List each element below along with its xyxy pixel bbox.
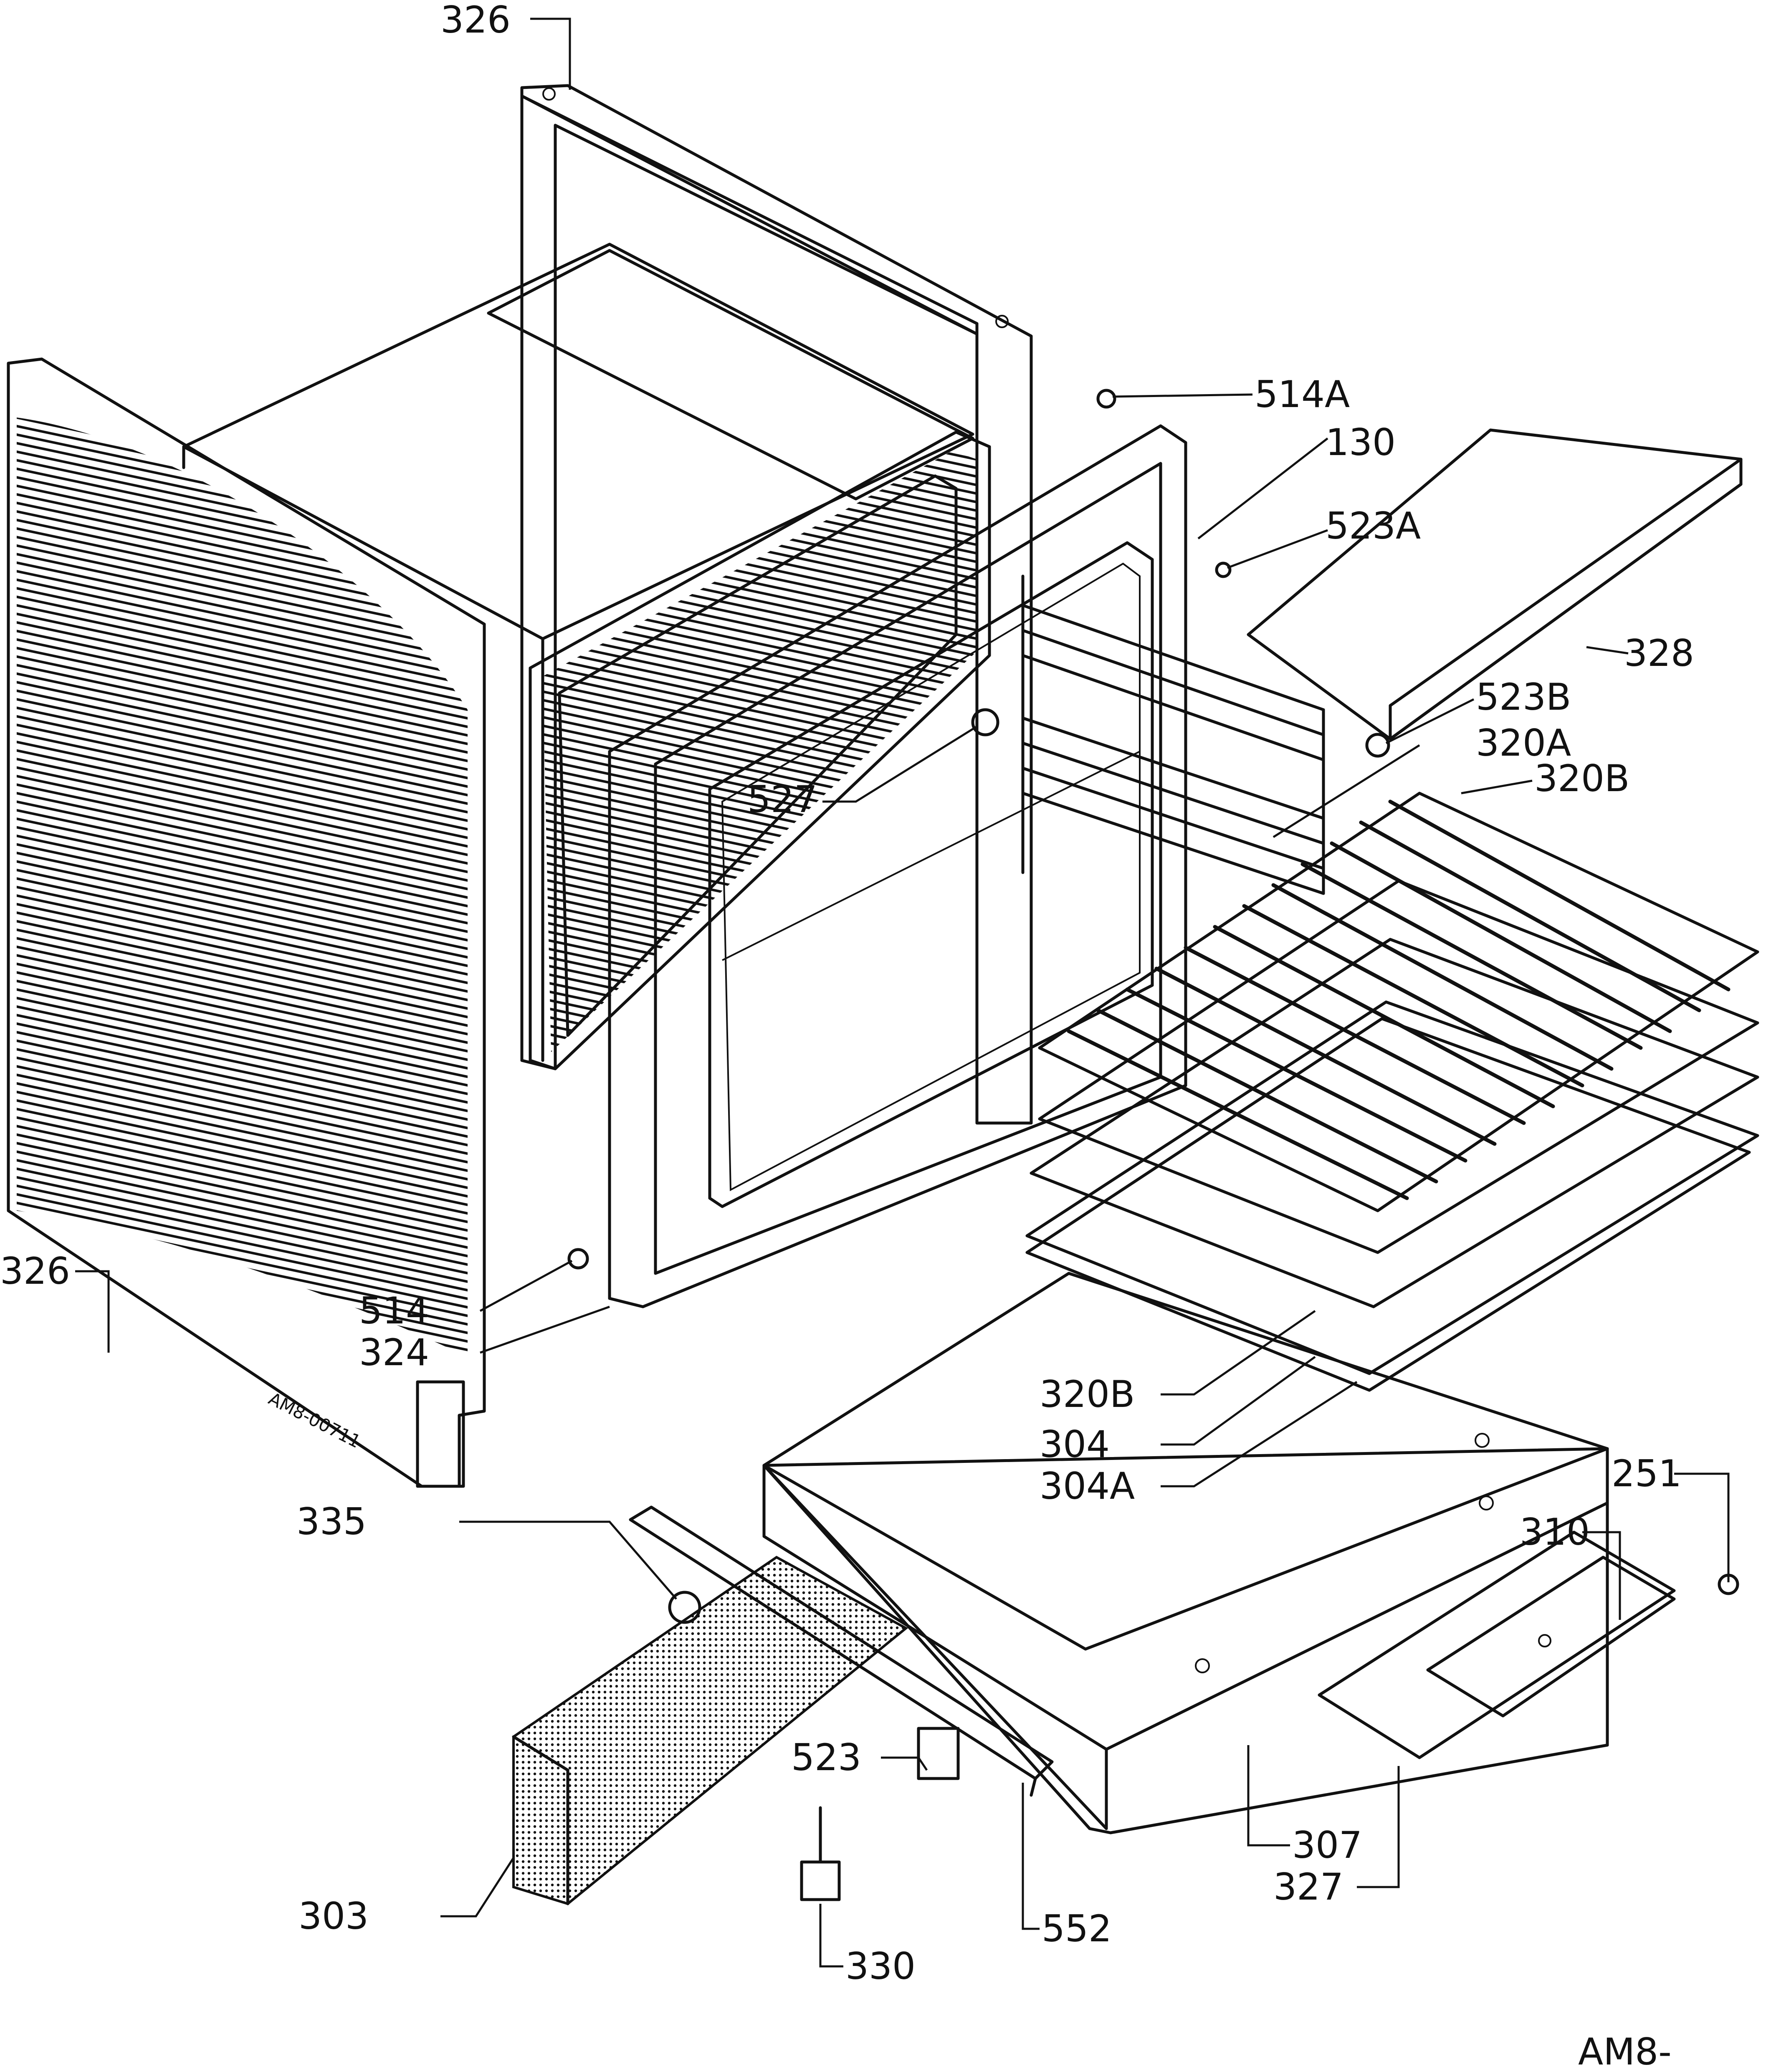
- label-335: 335: [296, 1500, 367, 1543]
- wire-rack: [1038, 792, 1759, 1212]
- oven-base: [762, 1272, 1609, 1834]
- label-523B: 523B: [1476, 675, 1571, 718]
- kick-panel: [512, 1556, 908, 1905]
- label-326-top: 326: [440, 0, 511, 41]
- baking-trays: [1025, 879, 1759, 1392]
- label-320B-top: 320B: [1534, 757, 1629, 800]
- label-251: 251: [1612, 1452, 1682, 1495]
- label-552: 552: [1042, 1907, 1112, 1950]
- label-304A: 304A: [1040, 1465, 1135, 1508]
- label-310: 310: [1520, 1510, 1590, 1553]
- label-307: 307: [1292, 1824, 1362, 1867]
- label-327: 327: [1273, 1865, 1343, 1908]
- label-303: 303: [299, 1895, 369, 1938]
- label-320A: 320A: [1476, 721, 1571, 764]
- shelf-runners: [1021, 574, 1325, 895]
- door-seal: [529, 430, 991, 1070]
- label-130: 130: [1326, 421, 1396, 464]
- label-326-left: 326: [0, 1250, 70, 1293]
- top-plate: [1247, 428, 1743, 741]
- drawing-ref: AM8-: [1578, 2030, 1672, 2070]
- label-330: 330: [845, 1945, 916, 1988]
- rear-panel: [520, 84, 1033, 1125]
- label-324: 324: [359, 1331, 429, 1374]
- fasteners: [567, 389, 1739, 1901]
- label-523: 523: [791, 1736, 861, 1779]
- label-514A: 514A: [1255, 373, 1350, 416]
- label-514: 514: [359, 1289, 429, 1332]
- leader-lines: [75, 18, 1730, 1968]
- part-labels: 326 514A 130 523A 328 523B 320A 320B 527…: [0, 0, 1694, 2072]
- label-328: 328: [1624, 632, 1694, 675]
- access-panels: [1318, 1531, 1676, 1759]
- side-panel: AM8-00711: [7, 357, 486, 1488]
- label-304: 304: [1040, 1423, 1110, 1466]
- label-320B-bottom: 320B: [1040, 1373, 1135, 1416]
- side-panel-code: AM8-00711: [265, 1388, 364, 1452]
- label-523A: 523A: [1326, 504, 1421, 547]
- label-527: 527: [747, 778, 817, 821]
- rail: [629, 1505, 1054, 1797]
